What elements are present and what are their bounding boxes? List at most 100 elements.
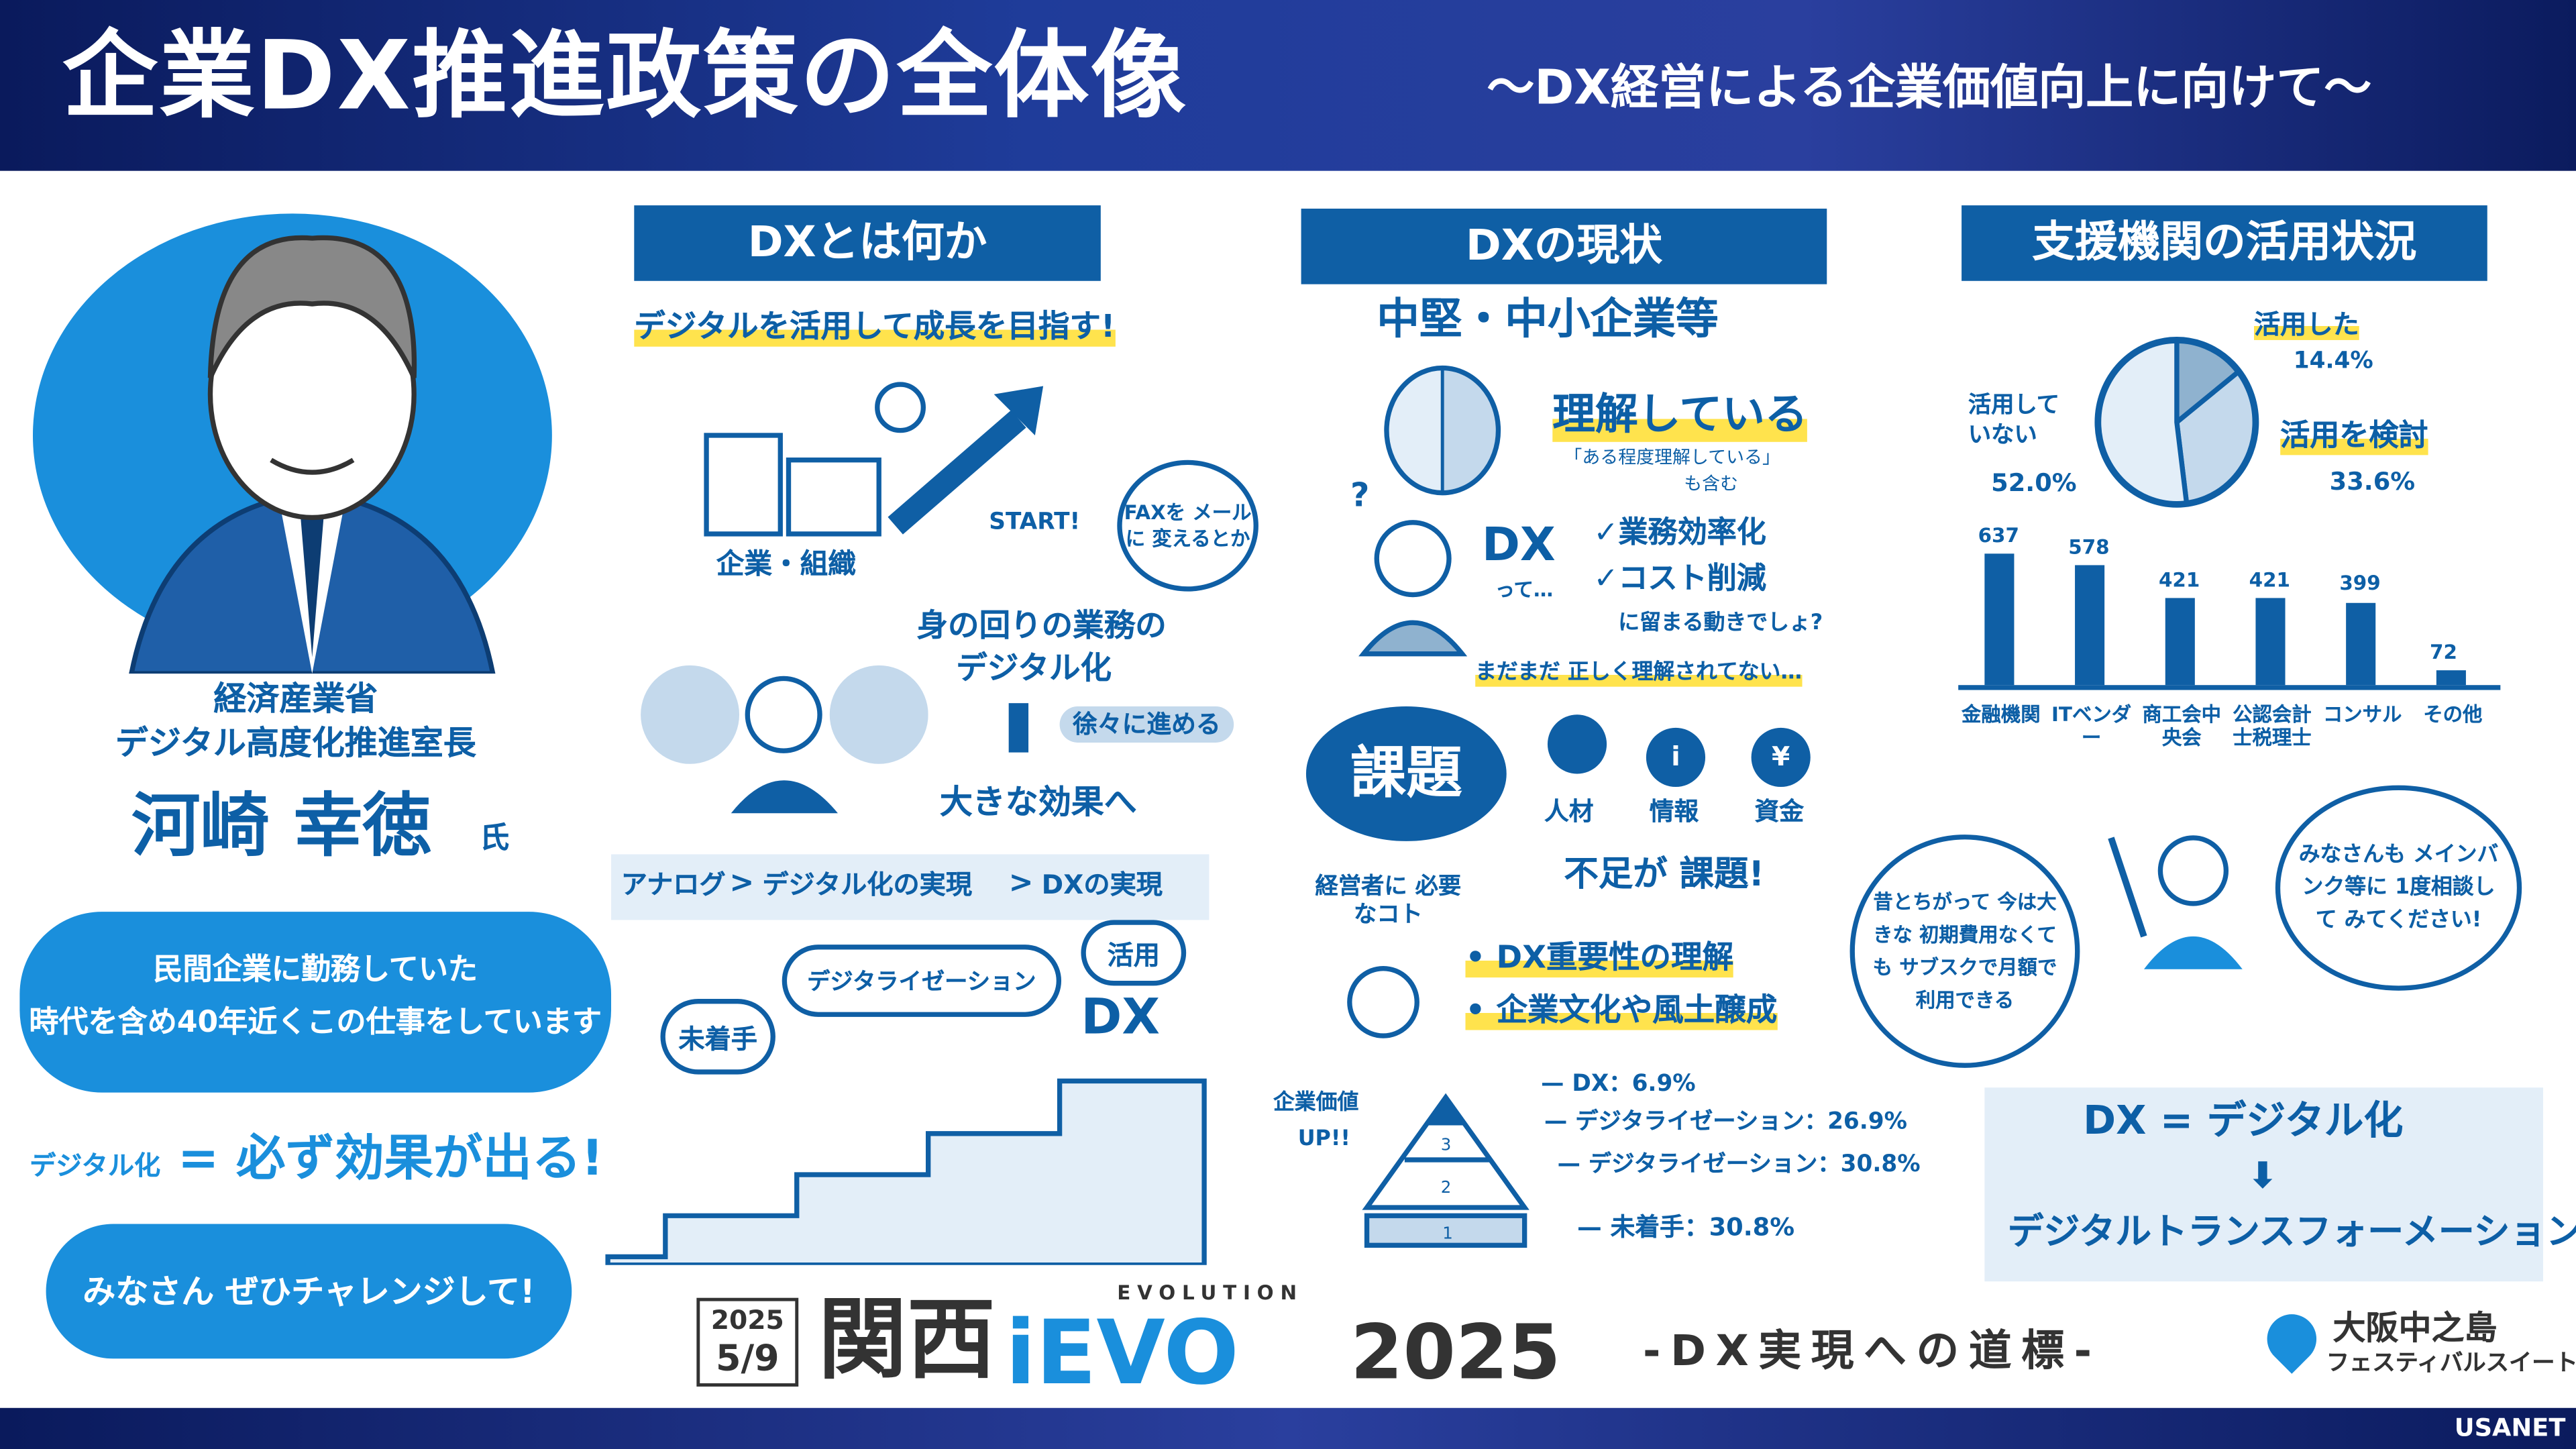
understand-note2: も含む	[1684, 473, 1739, 495]
tier-value: 30.8%	[1840, 1151, 1921, 1178]
quote-line: 時代を含め40年近くこの仕事をしています	[29, 1005, 602, 1040]
bar-label: 公認会計士税理士	[2233, 703, 2312, 749]
pie-value-not-used: 52.0%	[1991, 468, 2077, 498]
gradual-label: 徐々に進める	[1059, 706, 1234, 743]
speaker-honorific: 氏	[480, 821, 510, 856]
check-efficiency: ✓業務効率化	[1593, 515, 1766, 551]
bar-label: 金融機関	[1962, 703, 2041, 727]
bar-value: 399	[2339, 572, 2381, 596]
bar-value: 72	[2430, 640, 2457, 663]
event-tagline: -DX実現への道標-	[1642, 1327, 2102, 1377]
stage-banner: アナログ > デジタル化の実現 > DXの実現	[611, 854, 1210, 920]
svg-text:3: 3	[1441, 1134, 1452, 1154]
tier-label: デジタライゼーション	[1575, 1109, 1805, 1136]
venue-room: フェスティバルスイート	[2326, 1350, 2576, 1377]
stage-sep: >	[1008, 865, 1034, 901]
presenter-illustration	[2108, 835, 2243, 969]
footer-band	[0, 1407, 2576, 1449]
utilize-bubble: 活用	[1081, 920, 1187, 986]
understanding-pie	[1384, 365, 1501, 496]
speaker-portrait	[129, 235, 496, 674]
pie-label-used: 活用した	[2254, 309, 2359, 341]
bar-label: 商工会中央会	[2142, 703, 2222, 749]
pie-slice	[1386, 368, 1443, 493]
section-dx-status: DXの現状	[1301, 209, 1827, 284]
bar-value: 578	[2068, 535, 2110, 559]
understand-note: 「ある程度理解している」	[1564, 447, 1780, 468]
pie-value-considering: 33.6%	[2329, 466, 2416, 496]
tier-value: 6.9%	[1631, 1071, 1696, 1097]
stage-digital: デジタル化の実現	[762, 869, 973, 901]
growth-illustration	[704, 382, 1044, 537]
bar-label: その他	[2423, 703, 2483, 727]
tier-label: デジタライゼーション	[1588, 1151, 1818, 1178]
target-label: 中堅・中小企業等	[1377, 295, 1719, 345]
tier-label: DX	[1572, 1071, 1609, 1097]
dx-pyramid: 3 2 1	[1362, 1093, 1529, 1248]
support-pie	[2094, 337, 2259, 508]
tier-value: 30.8%	[1709, 1212, 1795, 1242]
bar-value: 421	[2249, 568, 2291, 591]
shortage-label: 不足が 課題!	[1564, 854, 1764, 894]
section-what-is-dx: DXとは何か	[634, 205, 1101, 281]
pyramid-tier1: — 未着手：30.8%	[1577, 1212, 1795, 1242]
speaker-name: 河崎 幸徳	[131, 785, 432, 866]
venue-name: 大阪中之島	[2332, 1307, 2498, 1348]
date-md: 5/9	[715, 1338, 780, 1381]
worker-illustration	[641, 665, 928, 814]
value-up-label2: UP!!	[1297, 1127, 1350, 1152]
bar	[2436, 670, 2466, 686]
confused-person-illustration: ?	[1350, 476, 1468, 657]
date-year: 2025	[710, 1304, 784, 1336]
claim-left: デジタル化	[30, 1150, 161, 1181]
svg-text:2: 2	[1441, 1177, 1452, 1197]
tier-label: 未着手	[1610, 1212, 1684, 1242]
step-line1: 身の回りの業務の	[916, 608, 1167, 645]
dx-equation: DX = デジタル化	[2083, 1097, 2404, 1144]
speaker-role: デジタル高度化推進室長	[115, 722, 476, 763]
need-text: DX重要性の理解	[1496, 939, 1734, 976]
dx-definition-box: DX = デジタル化 ⬇ デジタルトランスフォーメーション	[1984, 1087, 2576, 1282]
page-title: 企業DX推進政策の全体像	[62, 19, 1188, 131]
speaker-org: 経済産業省	[213, 678, 378, 718]
pyramid-tier3: — デジタライゼーション：26.9%	[1544, 1109, 1908, 1136]
pie-slice	[2095, 337, 2190, 507]
head-icon	[1347, 966, 1419, 1038]
challenge-bubble: みなさん ぜひチャレンジして!	[46, 1224, 572, 1359]
bar	[1984, 553, 2015, 686]
support-bar-chart: 637 578 421 421 399 72	[1958, 523, 2501, 690]
dx-question-suffix: って…	[1495, 578, 1554, 602]
issue-label: 資金	[1754, 796, 1805, 826]
need-importance: • DX重要性の理解	[1465, 939, 1734, 977]
result-label: 大きな効果へ	[939, 782, 1137, 822]
dx-expanded: デジタルトランスフォーメーション	[2007, 1212, 2576, 1254]
check-note: に留まる動きでしょ?	[1618, 611, 1823, 636]
credit-logo: USANET	[2454, 1413, 2566, 1443]
value-up-label: 企業価値	[1273, 1091, 1359, 1116]
event-ievo-logo: iEVO	[1005, 1301, 1239, 1405]
stage-analog: アナログ	[621, 869, 726, 901]
section-support: 支援機関の活用状況	[1962, 205, 2487, 281]
issue-list: 人材 i 情報 ¥ 資金	[1541, 714, 1837, 846]
person-icon	[1547, 714, 1607, 774]
issue-label: 情報	[1649, 796, 1699, 826]
speaker-quote-bubble: 民間企業に勤務していた 時代を含め40年近くこの仕事をしています	[19, 912, 612, 1093]
bar	[2075, 566, 2105, 686]
stage-dx: DXの実現	[1041, 869, 1163, 901]
subscription-bubble: 昔とちがって 今は大きな 初期費用なくても サブスクで月額で 利用できる	[1849, 835, 2080, 1068]
svg-text:1: 1	[1442, 1224, 1453, 1243]
bar-value: 637	[1978, 523, 2019, 547]
dx-tagline: デジタルを活用して成長を目指す!	[634, 309, 1116, 347]
dx-question: DX	[1481, 517, 1556, 572]
event-date: 2025 5/9	[696, 1297, 799, 1387]
bar-value: 421	[2158, 568, 2200, 591]
claim-eq: =	[177, 1130, 219, 1188]
fax-bubble: FAXを メールに 変えるとか	[1117, 460, 1258, 592]
issue-label: 人材	[1544, 796, 1594, 826]
bar-label: ITベンダー	[2051, 703, 2132, 749]
page-subtitle: ～DX経営による企業価値向上に向けて～	[1487, 59, 2372, 115]
step-line2: デジタル化	[956, 650, 1112, 687]
stage-sep: >	[729, 865, 755, 901]
main-bank-bubble: みなさんも メインバンク等に 1度相談して みてください!	[2275, 785, 2522, 991]
